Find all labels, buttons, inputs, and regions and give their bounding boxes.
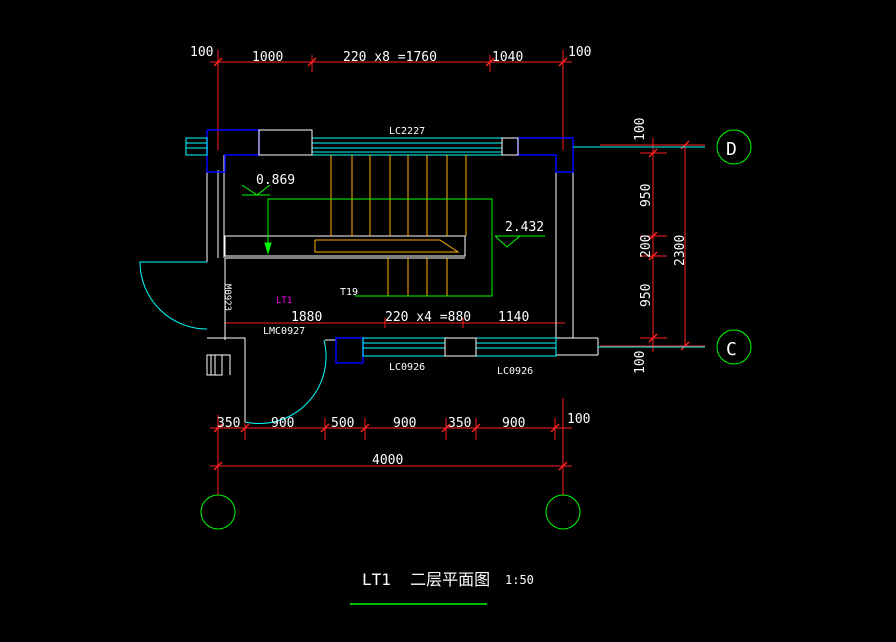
dim-right-total: 2300: [673, 235, 688, 266]
door-label-bottom: LMC0927: [263, 326, 305, 337]
dim-right-seg1: 950: [639, 184, 654, 207]
stair-arrows: [241, 184, 545, 297]
dim-right-seg3: 950: [639, 284, 654, 307]
stair-treads: [330, 155, 467, 296]
dim-bottom-right: 100: [567, 412, 590, 427]
dim-bottom-total: 4000: [372, 453, 403, 468]
stair-tag-label: LT1: [276, 296, 292, 306]
dim-right-top: 100: [633, 118, 648, 141]
drawing-title: LT1 二层平面图: [362, 570, 490, 589]
dim-inner-seg3: 1140: [498, 310, 529, 325]
dim-bottom-seg3: 500: [331, 416, 354, 431]
dim-right-seg2: 200: [639, 235, 654, 258]
dim-top-seg1: 1000: [252, 50, 283, 65]
dim-bottom-seg1: 350: [217, 416, 240, 431]
dimension-ticks: [213, 57, 690, 471]
dim-inner-seg2: 220 x4 =880: [385, 310, 471, 325]
window-label-top: LC2227: [389, 126, 425, 137]
dim-bottom-seg6: 900: [502, 416, 525, 431]
elevation-1: 0.869: [256, 173, 295, 188]
window-label-bottom-2: LC0926: [497, 366, 533, 377]
dim-bottom-seg4: 900: [393, 416, 416, 431]
dim-right-bottom: 100: [633, 351, 648, 374]
door-label-side: M0923: [222, 284, 232, 311]
dim-bottom-seg2: 900: [271, 416, 294, 431]
windows: [185, 137, 705, 357]
drawing-scale: 1:50: [505, 573, 534, 587]
doors: [139, 261, 327, 424]
dim-top-seg3: 1040: [492, 50, 523, 65]
dim-inner-seg1: 1880: [291, 310, 322, 325]
elevation-2: 2.432: [505, 220, 544, 235]
axis-label-c: C: [726, 339, 737, 360]
landing-step: [314, 239, 460, 253]
dim-top-left: 100: [190, 45, 213, 60]
axis-bubbles: [200, 129, 752, 530]
dim-bottom-seg5: 350: [448, 416, 471, 431]
axis-label-d: D: [726, 139, 737, 160]
tread-label: T19: [340, 287, 358, 298]
wall-blocks: [206, 129, 519, 376]
window-label-bottom-1: LC0926: [389, 362, 425, 373]
dim-top-seg2: 220 x8 =1760: [343, 50, 437, 65]
dim-top-right: 100: [568, 45, 591, 60]
